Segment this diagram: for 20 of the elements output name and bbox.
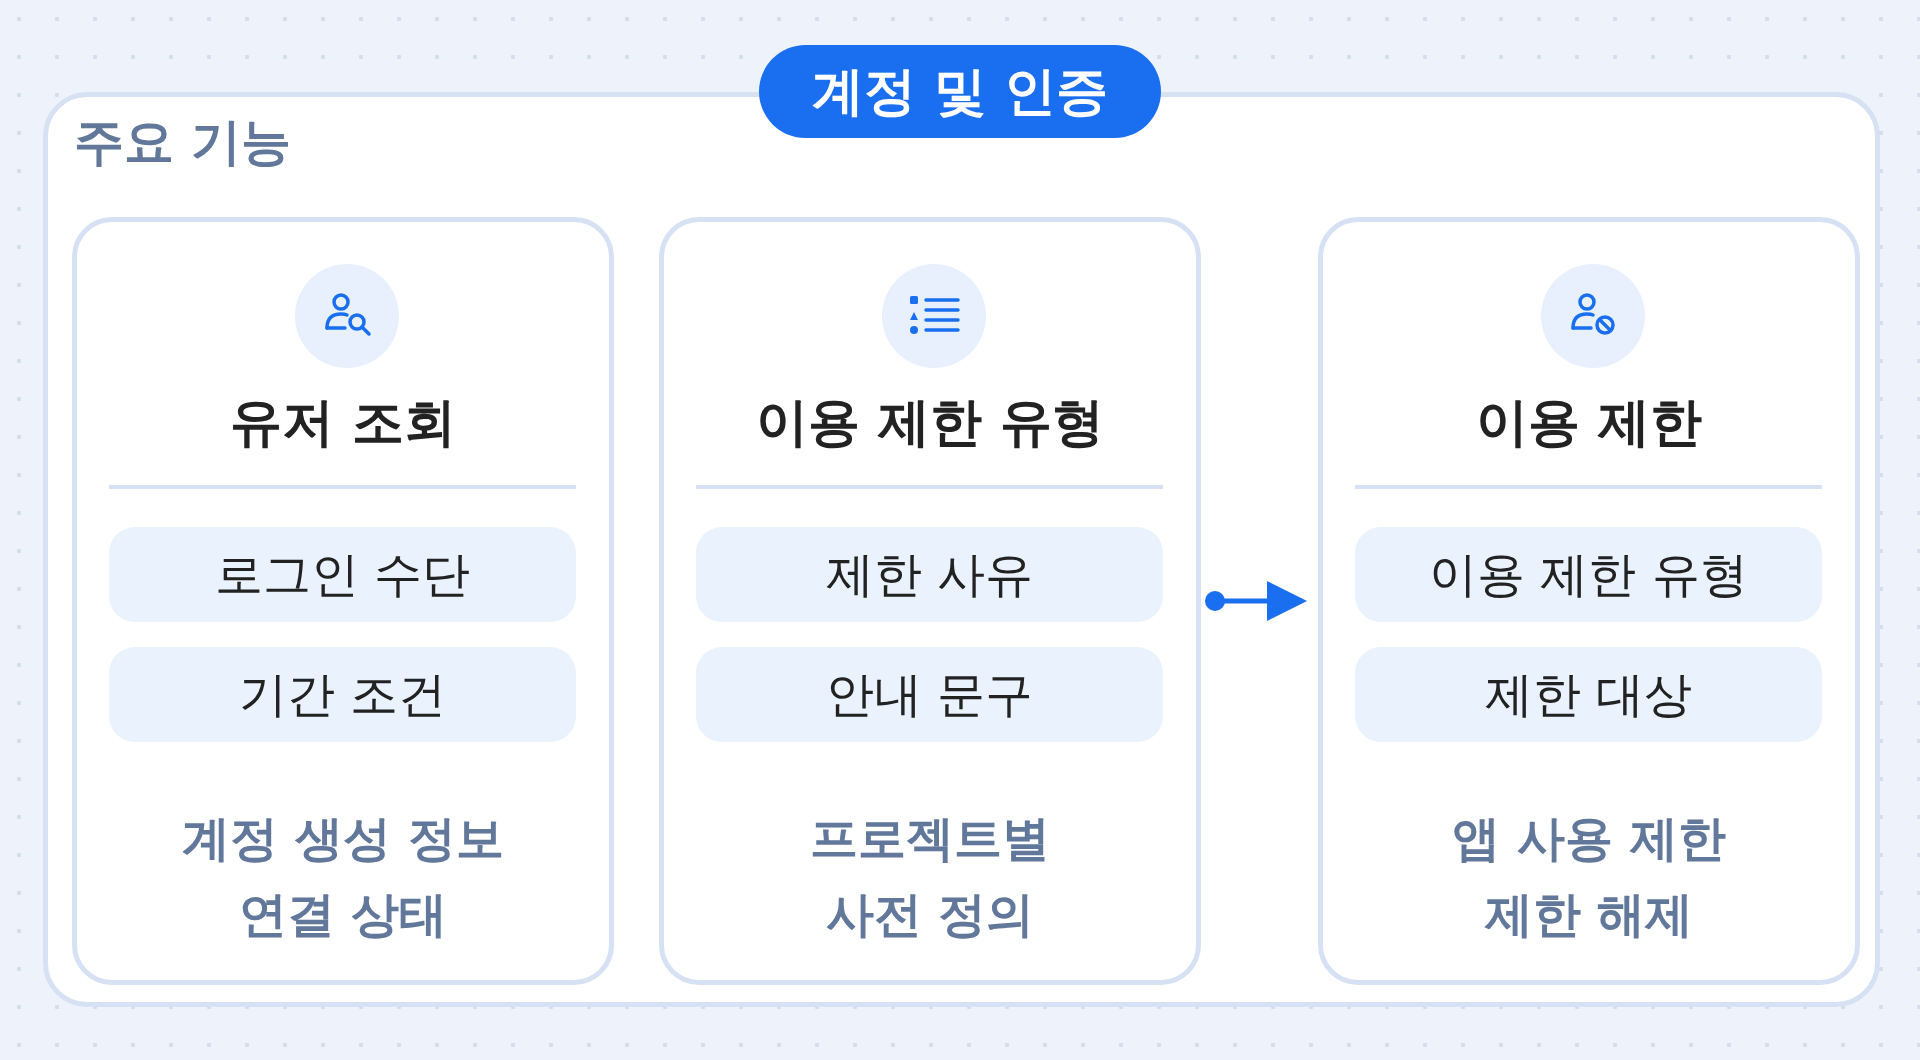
feature-card [1318, 217, 1860, 985]
panel-heading: 주요 기능 [74, 112, 292, 173]
description-text: 연결 상태 [237, 885, 449, 944]
description-text: 제한 해제 [1483, 885, 1695, 944]
card-title: 이용 제한 유형 [754, 391, 1106, 454]
feature-card [72, 217, 614, 985]
item-pill: 로그인 수단 [109, 527, 576, 622]
card-title: 유저 조회 [228, 391, 458, 454]
item-pill: 기간 조건 [109, 647, 576, 742]
item-pill: 안내 문구 [696, 647, 1163, 742]
description-text: 앱 사용 제한 [1451, 809, 1727, 868]
description-text: 프로젝트별 사전 정의 [809, 809, 1051, 944]
card-title: 이용 제한 [1474, 391, 1704, 454]
item-pill: 제한 대상 [1355, 647, 1822, 742]
title-pill: 계정 및 인증 [759, 45, 1161, 138]
feature-card [659, 217, 1201, 985]
description-text: 계정 생성 정보 [181, 809, 505, 868]
arrow [1205, 581, 1307, 621]
item-pill: 이용 제한 유형 [1355, 527, 1822, 622]
item-pill: 제한 사유 [696, 527, 1163, 622]
